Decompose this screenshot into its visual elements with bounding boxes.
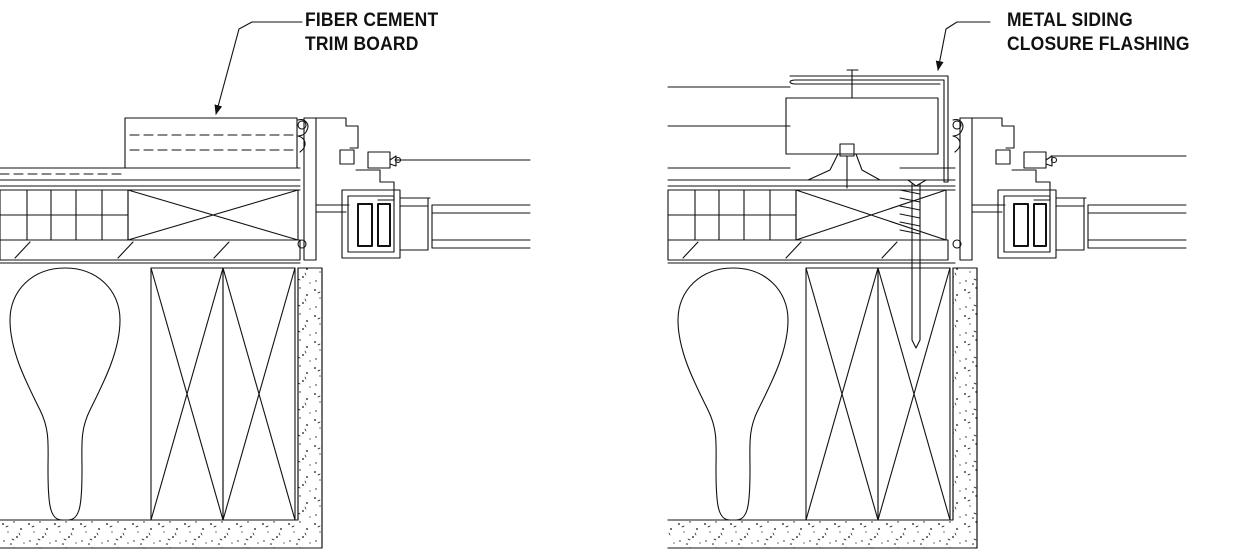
right-leader-line (935, 21, 991, 71)
left-wall-layers (0, 167, 301, 191)
left-wood-blocking (127, 189, 299, 241)
siding-screw (807, 143, 881, 189)
left-window-frame (297, 117, 531, 261)
left-rigid-insulation (0, 189, 129, 241)
fiber-cement-trim-board-label: FIBER CEMENT TRIM BOARD (305, 9, 438, 57)
left-concrete-foundation (0, 267, 323, 549)
right-detail (667, 21, 1187, 549)
right-balloon-profile (677, 267, 789, 521)
right-plywood (667, 239, 949, 261)
right-rigid-insulation (667, 189, 797, 241)
left-plywood (0, 239, 301, 261)
right-concrete-foundation (667, 267, 978, 549)
left-detail (0, 21, 531, 549)
right-wood-blocking (795, 189, 947, 241)
left-studs (150, 267, 296, 521)
right-studs (805, 267, 951, 521)
metal-siding-closure-flashing-label: METAL SIDING CLOSURE FLASHING (1007, 9, 1190, 57)
fiber-cement-trim-board (124, 117, 298, 169)
left-callout-line1: FIBER CEMENT (305, 10, 439, 31)
right-callout-line1: METAL SIDING (1007, 10, 1133, 31)
left-callout-line2: TRIM BOARD (305, 34, 419, 55)
left-leader-line (214, 21, 303, 115)
right-window-frame (952, 117, 1187, 261)
right-callout-line2: CLOSURE FLASHING (1007, 34, 1190, 55)
left-balloon-profile (9, 267, 121, 521)
metal-siding-closure-flashing (785, 69, 949, 183)
